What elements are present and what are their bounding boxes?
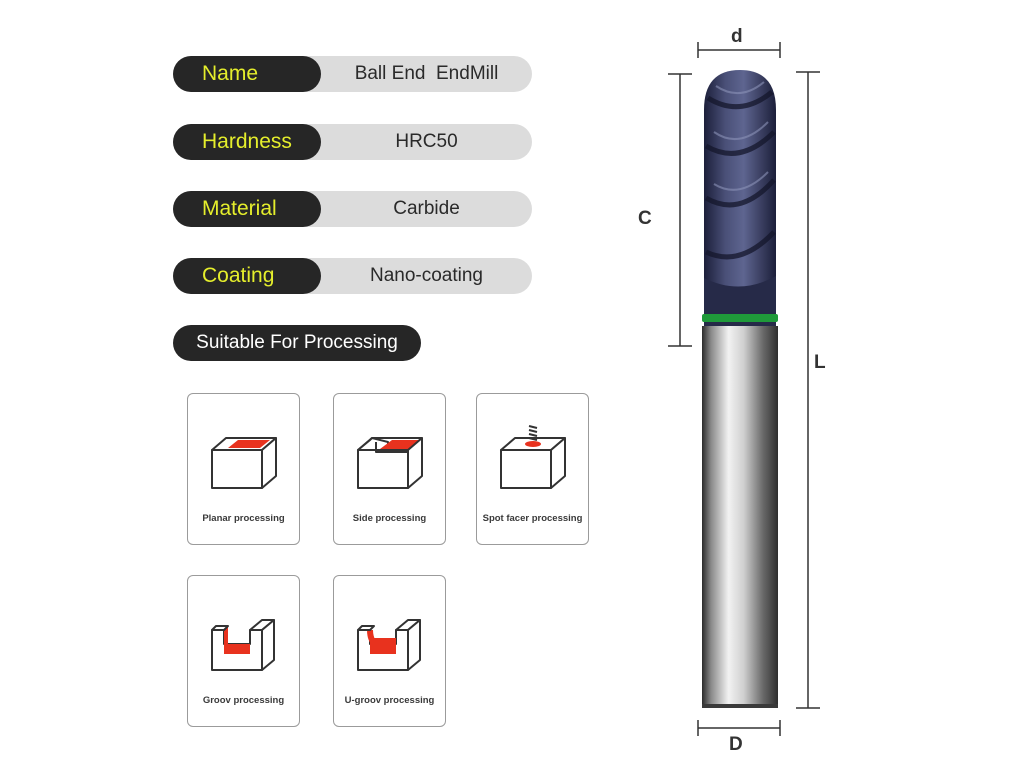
dimension-label-c: C bbox=[638, 208, 652, 229]
dimension-line-c bbox=[668, 73, 692, 347]
spec-value: Ball End EndMill bbox=[354, 63, 499, 84]
process-label: U-groov processing bbox=[344, 695, 435, 706]
spec-key: Material bbox=[173, 191, 321, 227]
process-card-spot-facer: Spot facer processing bbox=[476, 393, 589, 545]
process-label: Groov processing bbox=[202, 695, 285, 706]
spec-key: Coating bbox=[173, 258, 321, 294]
spec-row-name: Name Ball End EndMill bbox=[173, 56, 532, 92]
process-label: Spot facer processing bbox=[482, 513, 583, 524]
planar-processing-icon bbox=[211, 437, 277, 489]
dimension-line-d bbox=[697, 42, 781, 58]
dimension-line-l bbox=[796, 71, 820, 709]
process-label: Side processing bbox=[352, 513, 427, 524]
spot-facer-processing-icon bbox=[500, 425, 566, 489]
suitable-for-processing-badge: Suitable For Processing bbox=[173, 325, 421, 361]
process-card-groove: Groov processing bbox=[187, 575, 300, 727]
spec-row-hardness: Hardness HRC50 bbox=[173, 124, 532, 160]
tool-shank bbox=[702, 326, 778, 706]
spec-row-material: Material Carbide bbox=[173, 191, 532, 227]
ball-end-mill-illustration bbox=[668, 42, 820, 736]
groove-processing-icon bbox=[211, 619, 275, 671]
side-processing-icon bbox=[357, 437, 423, 489]
process-label: Planar processing bbox=[202, 513, 285, 524]
spec-key: Hardness bbox=[173, 124, 321, 160]
dimension-label-l: L bbox=[814, 352, 826, 373]
spec-value: Carbide bbox=[393, 198, 460, 219]
spec-value: Nano-coating bbox=[369, 265, 484, 286]
spec-key: Name bbox=[173, 56, 321, 92]
dimension-line-bottom-d bbox=[697, 720, 781, 736]
u-groove-processing-icon bbox=[357, 619, 421, 671]
process-card-planar: Planar processing bbox=[187, 393, 300, 545]
dimension-label-bottom-d: D bbox=[729, 734, 743, 755]
spec-row-coating: Coating Nano-coating bbox=[173, 258, 532, 294]
dimension-label-d: d bbox=[731, 26, 743, 47]
process-card-side: Side processing bbox=[333, 393, 446, 545]
tool-flutes bbox=[704, 70, 776, 326]
spec-value: HRC50 bbox=[395, 131, 458, 152]
coating-band bbox=[702, 314, 778, 322]
process-card-u-groove: U-groov processing bbox=[333, 575, 446, 727]
